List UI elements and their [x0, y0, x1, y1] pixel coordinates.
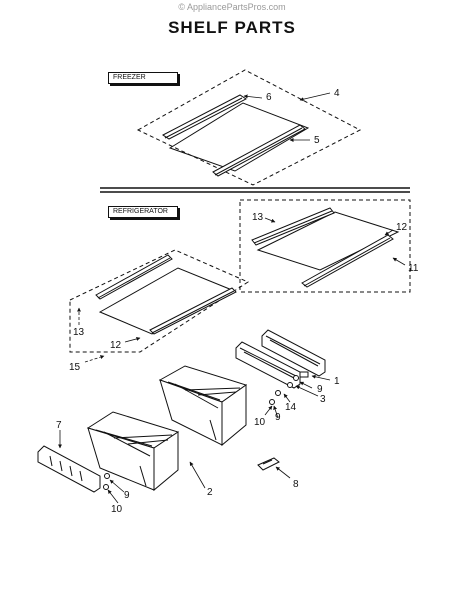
page-title: SHELF PARTS — [168, 18, 296, 37]
crisper-drawer-left — [86, 411, 180, 492]
refrigerator-upper-shelf-assembly — [239, 199, 411, 293]
callout-11: 11 — [408, 263, 419, 274]
callout-13: 13 — [252, 212, 264, 223]
watermark: © AppliancePartsPros.com — [178, 2, 286, 12]
callout-12: 12 — [396, 222, 408, 233]
callout-2: 2 — [207, 487, 213, 498]
freezer-section-label: FREEZER — [108, 72, 178, 84]
callout-1: 1 — [334, 376, 340, 387]
callout-7: 7 — [56, 420, 62, 431]
callout-8: 8 — [293, 479, 299, 490]
callout-5: 5 — [314, 135, 320, 146]
compartment-divider — [100, 187, 410, 193]
callout-10: 10 — [254, 417, 266, 428]
upper-glass-shelf — [256, 211, 400, 271]
callout-9: 9 — [124, 490, 130, 501]
callout-9: 9 — [317, 384, 323, 395]
crisper-slide-rails — [235, 329, 326, 389]
callout-numbers: 4 6 5 13 12 11 13 12 15 1 9 3 14 10 9 7 … — [56, 88, 419, 515]
freezer-shelf-assembly — [136, 69, 362, 186]
rail-fasteners — [269, 375, 299, 405]
handle-clip — [257, 457, 280, 471]
callout-12: 12 — [110, 340, 122, 351]
lower-shelf-outline — [69, 249, 250, 353]
upper-shelf-outline — [239, 199, 411, 293]
callout-3: 3 — [320, 394, 326, 405]
callout-14: 14 — [285, 402, 297, 413]
callout-10: 10 — [111, 504, 123, 515]
drawer-front-bracket — [37, 445, 101, 493]
crisper-drawer-right — [158, 365, 248, 447]
bracket-fasteners — [103, 473, 110, 490]
callout-4: 4 — [334, 88, 340, 99]
freezer-shelf-outline — [136, 69, 362, 186]
callout-13: 13 — [73, 327, 85, 338]
callout-9: 9 — [275, 412, 281, 423]
refrigerator-lower-shelf-assembly — [69, 249, 250, 353]
leader-lines — [58, 92, 406, 504]
callout-6: 6 — [266, 92, 272, 103]
refrigerator-section-label: REFRIGERATOR — [108, 206, 178, 218]
freezer-glass-shelf — [168, 102, 310, 172]
callout-15: 15 — [69, 362, 81, 373]
